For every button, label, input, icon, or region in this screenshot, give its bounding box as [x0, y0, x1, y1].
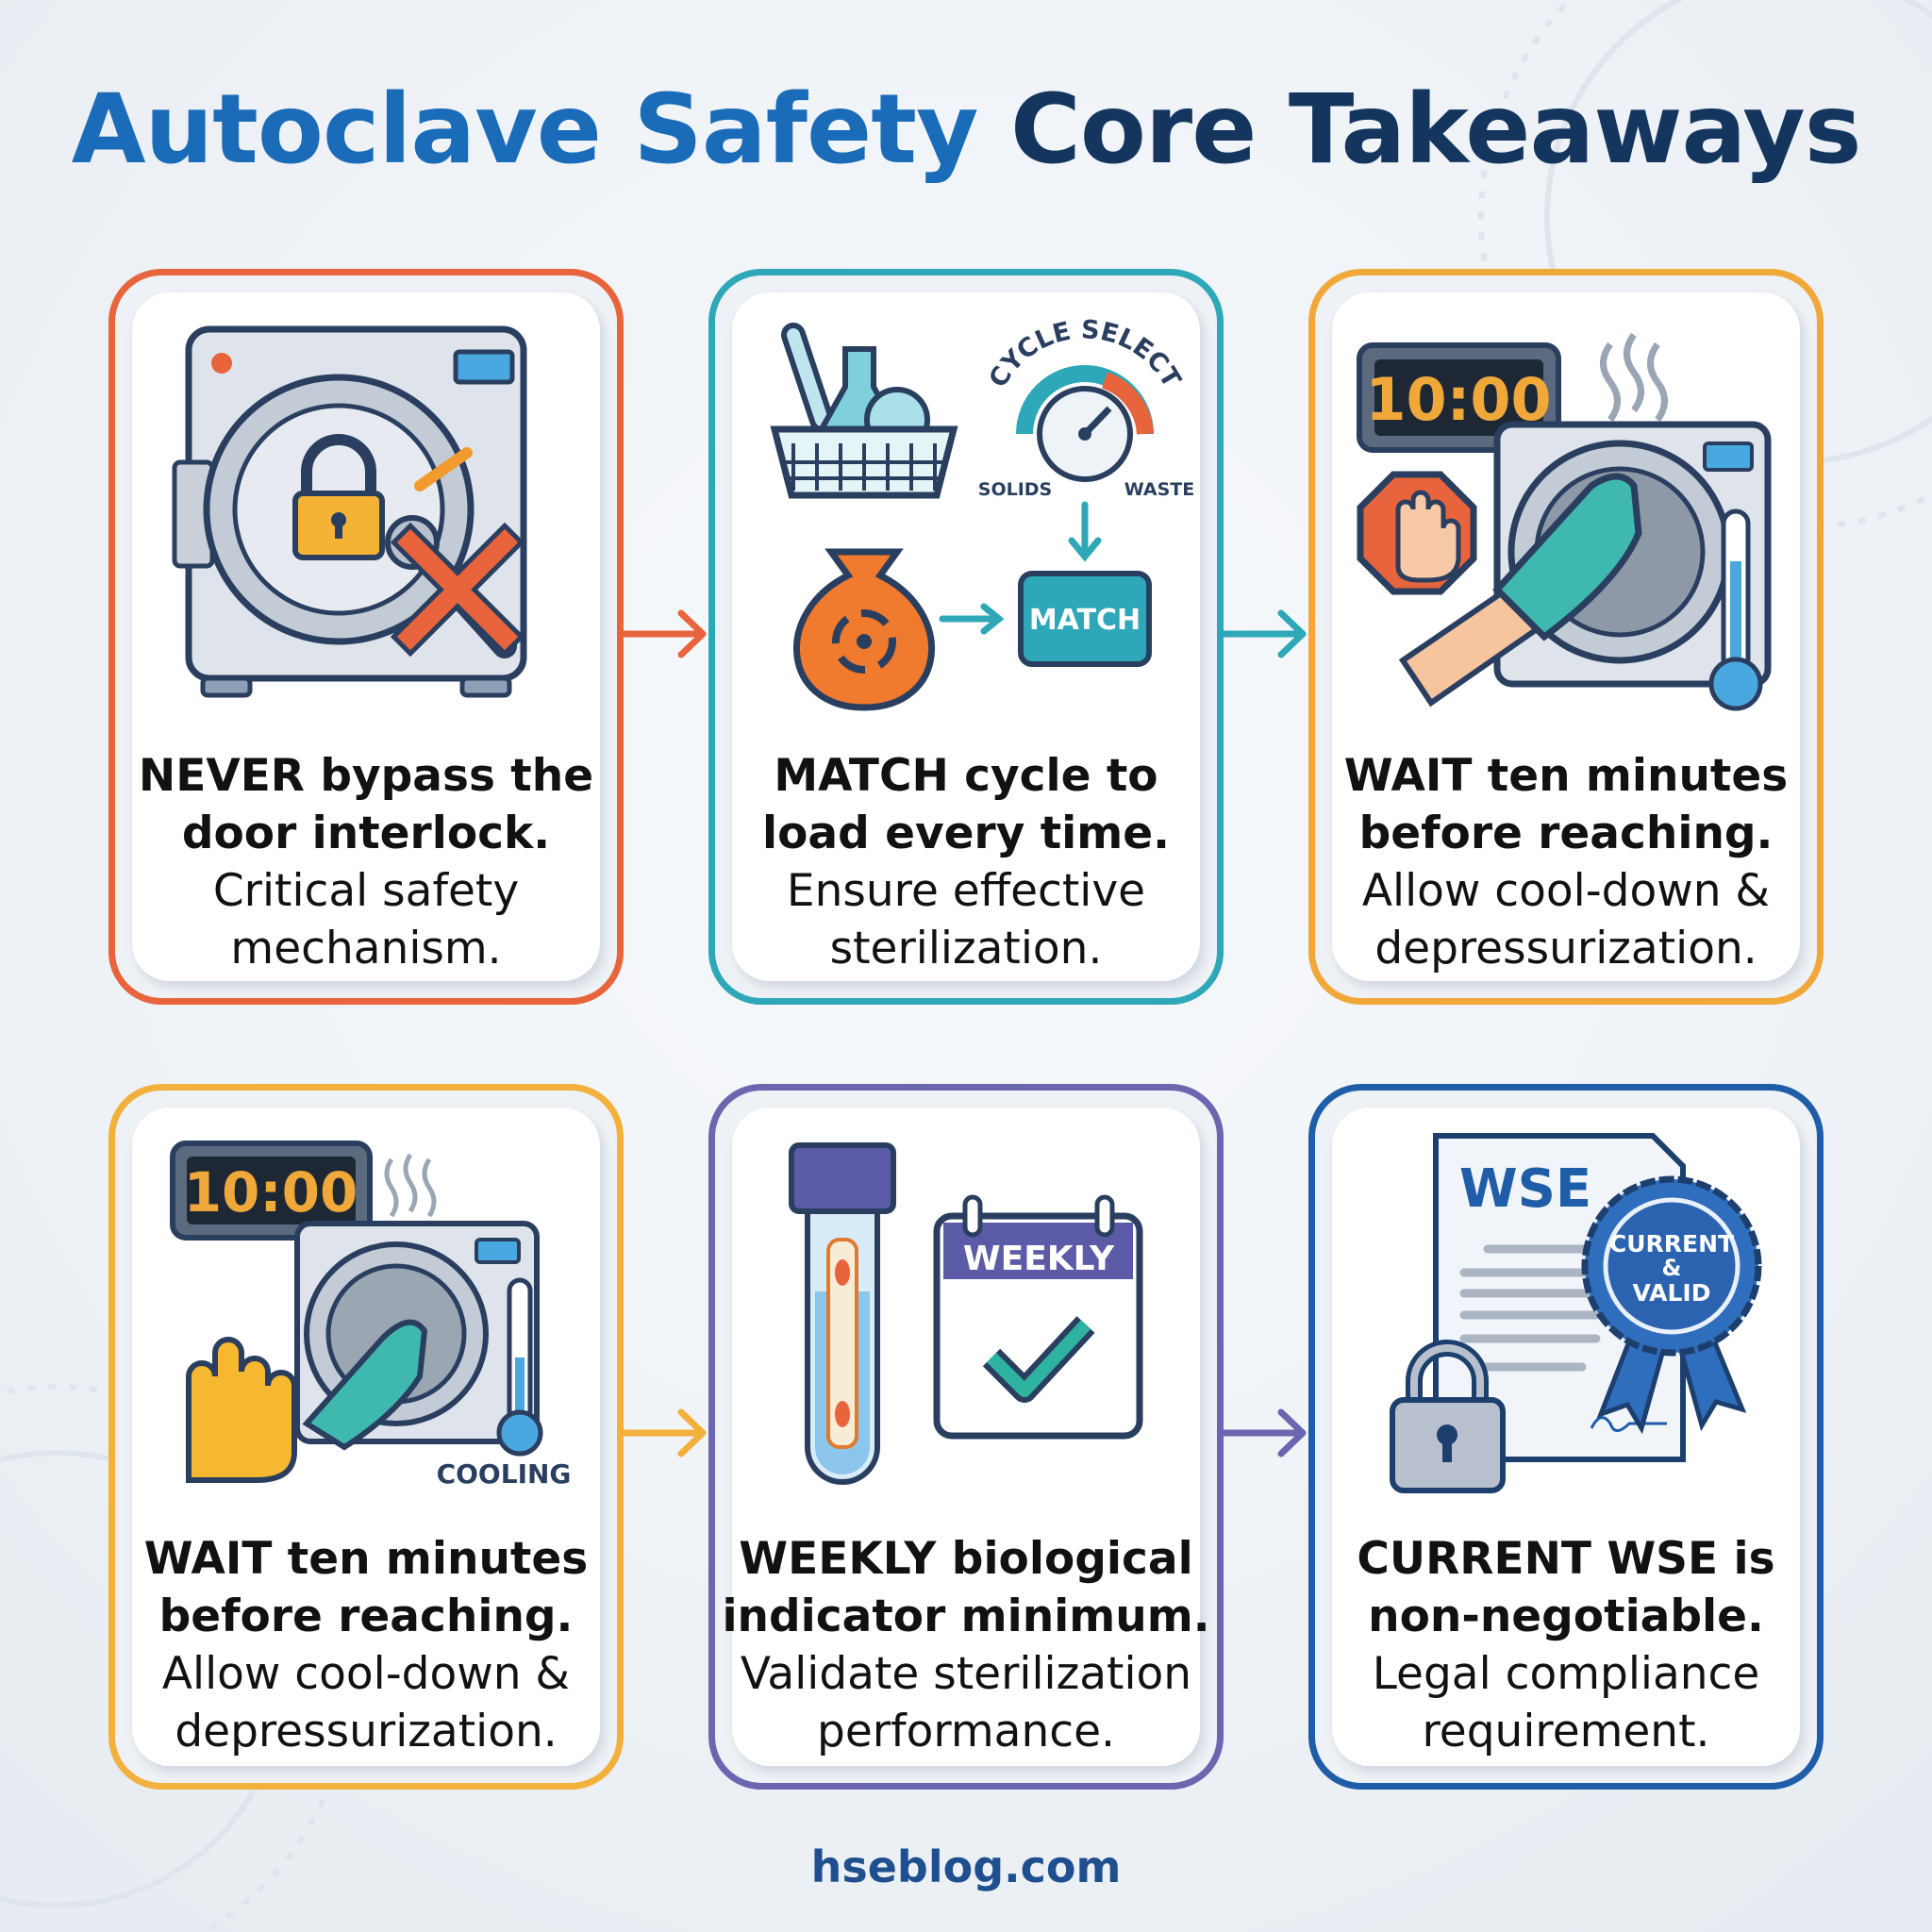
thermometer-icon [1708, 508, 1763, 711]
badge-line: & [1662, 1255, 1682, 1281]
headline-line: non-negotiable. [1368, 1591, 1764, 1642]
headline-line: load every time. [762, 808, 1170, 859]
headline-line: before reaching. [158, 1591, 574, 1642]
footer-site-link[interactable]: hseblog.com [810, 1841, 1122, 1892]
headline-line: WAIT ten minutes [1343, 750, 1789, 802]
award-ribbon-icon: CURRENT & VALID [1581, 1175, 1762, 1435]
detail-line: requirement. [1422, 1706, 1710, 1757]
timer-label: 10:00 [184, 1160, 358, 1224]
title-part-1: Autoclave Safety [71, 74, 979, 186]
autoclave-icon [172, 325, 527, 698]
raised-hand-icon [186, 1337, 297, 1483]
padlock-icon [1390, 1340, 1506, 1493]
takeaway-card-wait-ten-minutes: 10:00 WAIT ten minutes before reaching. … [1308, 269, 1824, 1005]
detail-line: depressurization. [1374, 923, 1757, 974]
badge-line: VALID [1633, 1279, 1711, 1307]
solids-label: SOLIDS [978, 479, 1052, 500]
wse-label: WSE [1459, 1158, 1591, 1220]
card-text: WAIT ten minutes before reaching. Allow … [115, 1530, 617, 1760]
glassware-basket-icon [770, 323, 958, 499]
takeaway-card-door-interlock: NEVER bypass the door interlock. Critica… [108, 269, 624, 1005]
badge-line: CURRENT [1609, 1230, 1734, 1257]
headline-line: WAIT ten minutes [143, 1533, 589, 1585]
waste-label: WASTE [1124, 479, 1194, 500]
detail-line: mechanism. [230, 923, 502, 974]
detail-line: sterilization. [829, 923, 1103, 974]
takeaway-card-wait-cooling: 10:00 COOLING WAIT ten minutes before re… [108, 1084, 624, 1790]
page-title: Autoclave Safety Core Takeaways [0, 74, 1932, 186]
cooling-label: COOLING [437, 1458, 572, 1490]
title-part-2: Core Takeaways [1010, 74, 1861, 186]
detail-line: Allow cool-down & [1361, 865, 1771, 917]
headline-line: indicator minimum. [722, 1591, 1210, 1642]
headline-line: CURRENT WSE is [1357, 1533, 1775, 1585]
takeaway-card-weekly-indicator: WEEKLY WEEKLY biological indicator minim… [708, 1084, 1224, 1790]
card-text: NEVER bypass the door interlock. Critica… [115, 747, 617, 977]
connector-arrow-2-3 [1220, 609, 1307, 658]
detail-line: performance. [817, 1706, 1115, 1757]
card-text: WEEKLY biological indicator minimum. Val… [715, 1530, 1217, 1760]
thermometer-icon [496, 1277, 543, 1457]
padlock-icon [292, 434, 385, 560]
gloved-hand-icon [1398, 473, 1642, 708]
stop-hand-icon [1357, 471, 1477, 595]
x-mark-icon [390, 522, 525, 658]
takeaway-card-current-wse: WSE CURRENT & VALID CURRENT WSE is non-n… [1308, 1084, 1824, 1790]
card-text: CURRENT WSE is non-negotiable. Legal com… [1315, 1530, 1817, 1760]
headline-line: door interlock. [181, 808, 551, 859]
detail-line: Allow cool-down & [161, 1648, 571, 1700]
detail-line: Critical safety [212, 865, 520, 917]
calendar-check-icon: WEEKLY [933, 1194, 1143, 1440]
headline-line: before reaching. [1358, 808, 1774, 859]
weekly-label: WEEKLY [963, 1240, 1115, 1278]
detail-line: Ensure effective [786, 865, 1146, 917]
detail-line: depressurization. [175, 1706, 558, 1757]
test-tube-icon [789, 1142, 896, 1485]
headline-line: MATCH cycle to [774, 750, 1158, 802]
cycle-gauge-icon: CYCLE SELECT SOLIDS WASTE [978, 315, 1194, 500]
card-text: MATCH cycle to load every time. Ensure e… [715, 747, 1217, 977]
connector-arrow-5-6 [1220, 1408, 1307, 1457]
connector-arrow-1-2 [619, 609, 707, 658]
connector-arrow-4-5 [619, 1408, 707, 1457]
headline-line: WEEKLY biological [739, 1533, 1193, 1585]
takeaway-card-match-cycle: CYCLE SELECT SOLIDS WASTE MATCH MATCH cy… [708, 269, 1224, 1005]
headline-line: NEVER bypass the [138, 750, 594, 802]
match-label: MATCH [1029, 604, 1141, 637]
detail-line: Legal compliance [1372, 1648, 1760, 1700]
gloved-hand-icon [302, 1319, 428, 1451]
biohazard-bag-icon [793, 548, 935, 711]
detail-line: Validate sterilization [740, 1648, 1192, 1700]
card-text: WAIT ten minutes before reaching. Allow … [1315, 747, 1817, 977]
timer-icon: 10:00 [170, 1141, 373, 1241]
